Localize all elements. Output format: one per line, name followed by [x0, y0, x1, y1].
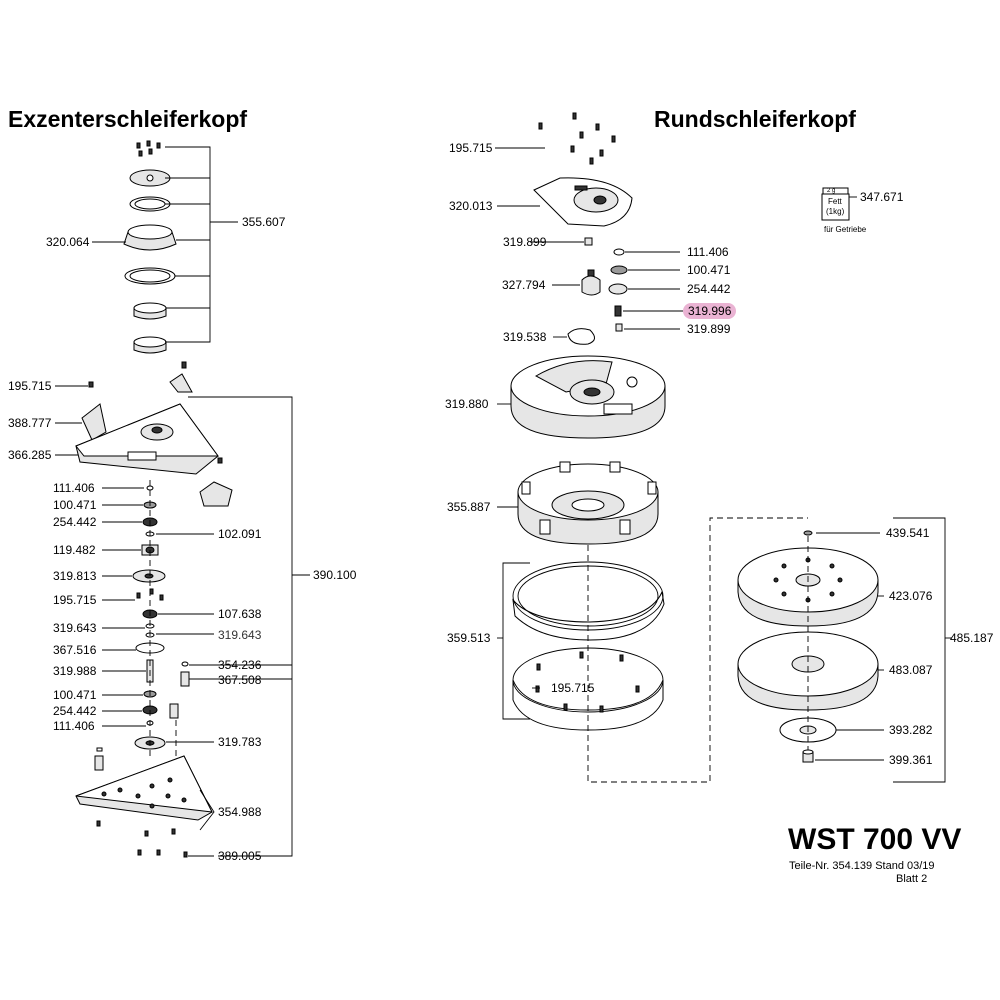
part-label: 483.087 [889, 663, 933, 677]
part-label: 254.442 [687, 282, 731, 296]
heading-exzenterschleiferkopf: Exzenterschleiferkopf [8, 106, 248, 132]
part-label: 195.715 [8, 379, 52, 393]
right-cover-plate [533, 177, 633, 227]
grease-caption: für Getriebe [824, 225, 867, 234]
part-label: 195.715 [53, 593, 97, 607]
part-label: 100.471 [53, 688, 97, 702]
right-housing-disc [510, 355, 666, 439]
part-label: 367.516 [53, 643, 97, 657]
part-label: 107.638 [218, 607, 262, 621]
part-label: 354.988 [218, 805, 262, 819]
bracket-354988 [199, 789, 215, 831]
part-label: 390.100 [313, 568, 357, 582]
part-number-line: Teile-Nr. 354.139 Stand 03/19 [789, 860, 935, 872]
right-gear-ring [517, 461, 659, 545]
part-label: 320.013 [449, 199, 493, 213]
part-label: 319.783 [218, 735, 262, 749]
part-label: 319.813 [53, 569, 97, 583]
part-label: 327.794 [502, 278, 546, 292]
part-label: 195.715 [449, 141, 493, 155]
part-label: 119.482 [53, 543, 96, 557]
part-label: 254.442 [53, 515, 97, 529]
left-top-screws [136, 140, 161, 157]
part-label: 319.538 [503, 330, 547, 344]
part-label: 388.777 [8, 416, 52, 430]
left-sanding-pad [75, 755, 213, 858]
part-label: 423.076 [889, 589, 933, 603]
part-label: 195.715 [551, 681, 595, 695]
highlighted-part-label: 319.996 [683, 303, 737, 319]
part-label: 102.091 [218, 527, 262, 541]
part-label: 347.671 [860, 190, 904, 204]
bracket-359513 [502, 562, 530, 720]
grease-jar-fett: Fett [828, 197, 842, 206]
part-label: 254.442 [53, 704, 97, 718]
part-label: 366.285 [8, 448, 52, 462]
part-label: 111.406 [687, 245, 729, 259]
part-label: 320.064 [46, 235, 90, 249]
part-label: 111.406 [53, 481, 95, 495]
part-label: 111.406 [53, 719, 95, 733]
part-label: 319.899 [687, 322, 731, 336]
grease-jar [821, 187, 850, 221]
part-label: 359.513 [447, 631, 491, 645]
left-housing [75, 361, 233, 507]
part-label: 319.988 [53, 664, 97, 678]
part-label: 367.508 [218, 673, 262, 687]
model-title: WST 700 VV [788, 823, 962, 856]
grease-jar-kg: (1kg) [826, 207, 845, 216]
part-label: 319.880 [445, 397, 489, 411]
part-label: 393.282 [889, 723, 933, 737]
sheet-number: Blatt 2 [896, 873, 928, 885]
right-pad-group [737, 530, 879, 763]
part-label: 389.005 [218, 849, 262, 863]
right-top-screws [538, 112, 616, 165]
left-upper-stack [123, 169, 177, 354]
bracket-390100 [188, 396, 293, 857]
part-label: 354.236 [218, 658, 262, 672]
bracket-355607 [165, 146, 211, 343]
part-label: 355.607 [242, 215, 286, 229]
part-label: 439.541 [886, 526, 930, 540]
part-label: 355.887 [447, 500, 491, 514]
part-label: 319.899 [503, 235, 547, 249]
grease-jar-weight: 2 g [827, 188, 836, 194]
part-label: 399.361 [889, 753, 933, 767]
heading-rundschleiferkopf: Rundschleiferkopf [654, 106, 856, 132]
part-label: 100.471 [687, 263, 731, 277]
part-label: 100.471 [53, 498, 97, 512]
right-outer-rings [512, 561, 665, 731]
right-small-parts [567, 237, 628, 345]
part-label: 319.643 [218, 628, 262, 642]
part-label: 319.643 [53, 621, 97, 635]
bracket-485187 [893, 517, 946, 783]
part-label: 485.187 [950, 631, 994, 645]
